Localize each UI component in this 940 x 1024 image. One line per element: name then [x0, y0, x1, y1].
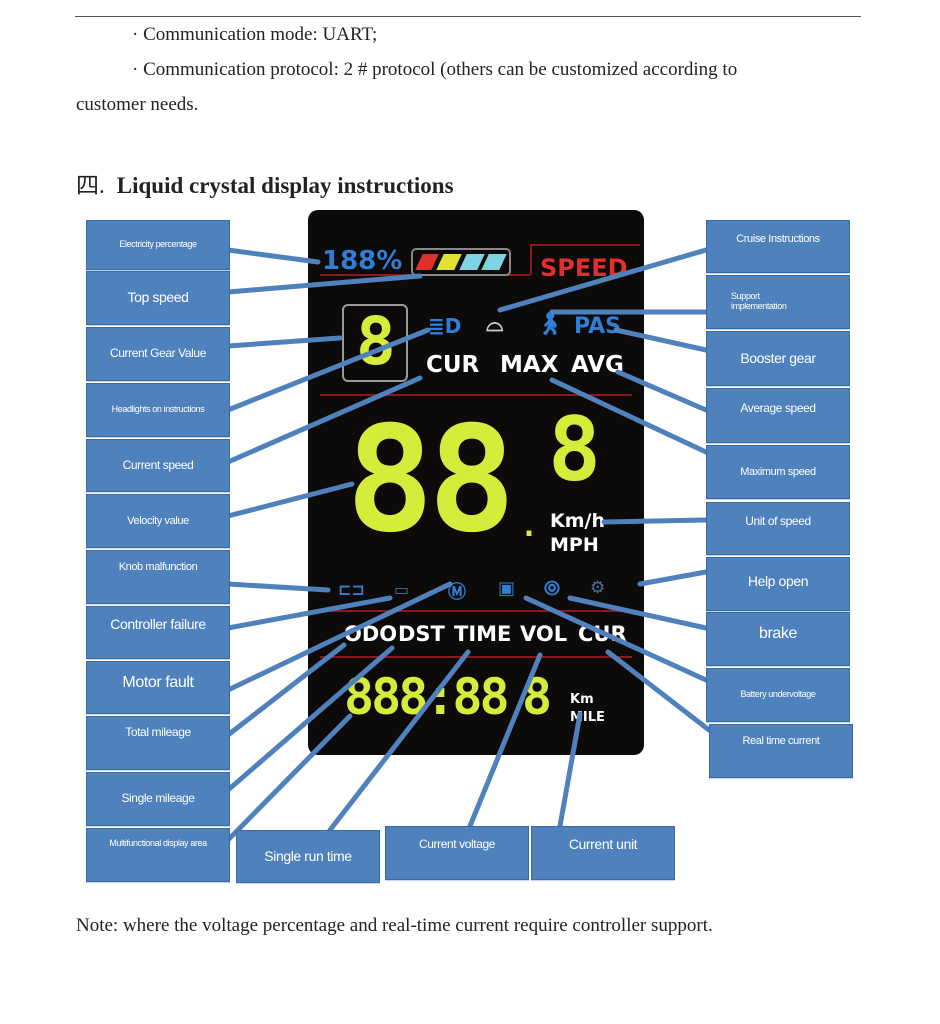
label-multifunctional-area: Multifunctional display area — [86, 828, 230, 882]
avg-label: AVG — [571, 352, 624, 378]
label-text: Current voltage — [418, 837, 496, 851]
unit-mph: MPH — [550, 534, 599, 556]
mode-dst: DST — [398, 622, 445, 646]
label-text: Multifunctional display area — [109, 838, 207, 848]
label-text: Help open — [747, 573, 809, 589]
label-motor-fault: Motor fault — [86, 661, 230, 714]
section-heading: 四. Liquid crystal display instructions — [76, 166, 454, 200]
knob-fault-icon: ⊏⊐ — [338, 580, 365, 599]
multi-last-digit: 8 — [522, 668, 553, 726]
note: Note: where the voltage percentage and r… — [76, 915, 713, 936]
label-total-mileage: Total mileage — [86, 716, 230, 770]
label-real-time-current: Real time current — [709, 724, 853, 778]
intro-line: customer needs. — [76, 94, 199, 115]
max-label: MAX — [500, 352, 559, 378]
gear-digit: 8 — [356, 303, 396, 380]
label-text: Total mileage — [125, 725, 191, 739]
mode-time: TIME — [454, 622, 512, 646]
label-help-open: Help open — [706, 557, 850, 611]
divider — [320, 394, 632, 396]
label-current-speed: Current speed — [86, 439, 230, 492]
lcd-display: 188% SPEED 8 ≣D ⌓ 🚶︎ PAS CUR MAX AVG 88 … — [308, 210, 644, 755]
label-maximum-speed: Maximum speed — [706, 445, 850, 499]
label-brake: brake — [706, 612, 850, 666]
label-text: Support implementation — [731, 291, 787, 311]
section-title: Liquid crystal display instructions — [116, 173, 454, 198]
top-rule — [75, 16, 861, 17]
label-average-speed: Average speed — [706, 388, 850, 443]
intro-line: · Communication mode: UART; — [132, 24, 378, 45]
label-text: Controller failure — [110, 616, 206, 632]
unit-km: Km — [570, 692, 594, 707]
label-headlights: Headlights on instructions — [86, 383, 230, 437]
label-unit-of-speed: Unit of speed — [706, 502, 850, 555]
headlight-icon: ≣D — [428, 314, 462, 338]
label-velocity-value: Velocity value — [86, 494, 230, 548]
mode-cur: CUR — [578, 622, 627, 646]
unit-mile: MILE — [570, 710, 605, 725]
divider — [320, 656, 632, 658]
label-top-speed: Top speed — [86, 271, 230, 325]
gear-frame: 8 — [342, 303, 408, 382]
label-controller-failure: Controller failure — [86, 606, 230, 659]
label-single-mileage: Single mileage — [86, 772, 230, 826]
brake-icon: ⦾ — [544, 576, 560, 600]
decimal-point: . — [520, 509, 539, 544]
battery-icon — [411, 248, 511, 276]
label-current-unit: Current unit — [531, 826, 675, 880]
cur-label: CUR — [426, 352, 480, 378]
controller-fault-icon: ▭ — [394, 580, 410, 599]
label-electricity-percentage: Electricity percentage — [86, 220, 230, 270]
battery-undervoltage-icon: ▣ — [498, 578, 516, 599]
label-cruise: Cruise Instructions — [706, 220, 850, 273]
label-text: Average speed — [740, 401, 816, 415]
walk-assist-icon: 🚶︎ — [536, 312, 564, 337]
label-text: Unit of speed — [745, 514, 811, 528]
pas-label: PAS — [574, 314, 621, 339]
help-icon: ⚙ — [590, 578, 606, 598]
label-booster-gear: Booster gear — [706, 331, 850, 386]
label-text: Motor fault — [122, 674, 194, 691]
speed-digits: 88 — [346, 395, 516, 565]
label-current-voltage: Current voltage — [385, 826, 529, 880]
mode-odo: ODO — [344, 622, 398, 646]
label-battery-undervoltage: Battery undervoltage — [706, 668, 850, 722]
speed-label: SPEED — [540, 254, 628, 282]
battery-percent: 188% — [322, 246, 403, 276]
label-single-run-time: Single run time — [236, 830, 380, 883]
label-text: Current unit — [568, 836, 638, 852]
label-support: Support implementation — [706, 275, 850, 329]
divider — [530, 244, 640, 246]
divider — [530, 244, 532, 275]
speed-decimal: 8 — [548, 398, 601, 501]
motor-fault-icon: Ⓜ — [448, 582, 466, 603]
cruise-icon: ⌓ — [486, 312, 504, 337]
divider — [320, 610, 632, 612]
multi-digits: 888:88 — [344, 668, 510, 726]
section-number: 四. — [76, 173, 105, 198]
label-text: Real time current — [742, 735, 820, 747]
label-text: brake — [758, 625, 798, 642]
mode-vol: VOL — [520, 622, 568, 646]
label-text: Cruise Instructions — [736, 233, 820, 245]
label-text: Knob malfunction — [118, 561, 198, 573]
label-current-gear: Current Gear Value — [86, 327, 230, 381]
label-knob-malfunction: Knob malfunction — [86, 550, 230, 604]
unit-kmh: Km/h — [550, 510, 605, 532]
intro-line: · Communication protocol: 2 # protocol (… — [132, 59, 738, 80]
